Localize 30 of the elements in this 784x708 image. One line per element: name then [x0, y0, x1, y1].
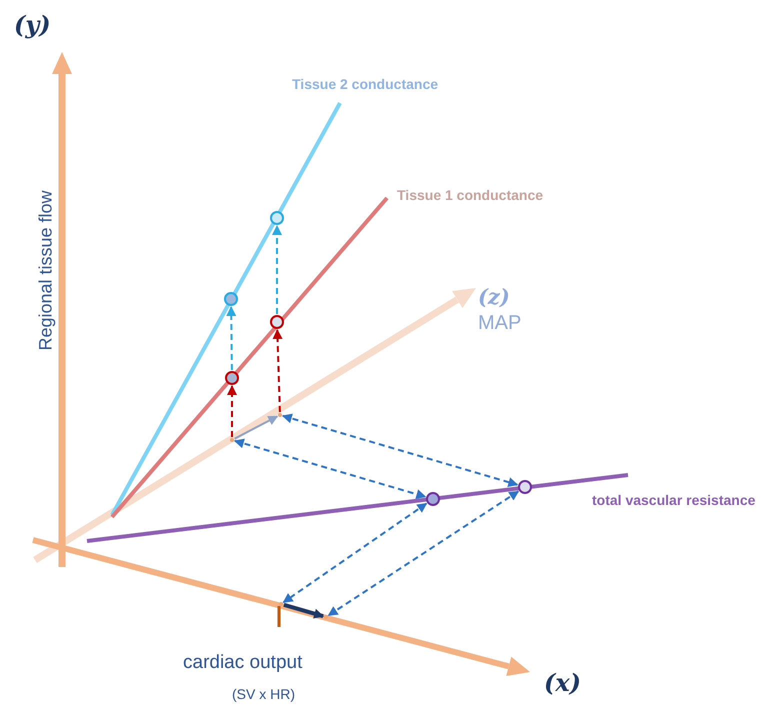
line-label: total vascular resistance: [592, 492, 756, 508]
point-marker: [225, 371, 239, 385]
line-label: Tissue 1 conductance: [397, 187, 544, 203]
dashed-arrow: [328, 490, 520, 616]
point-marker: [224, 292, 238, 306]
arrow: [283, 602, 324, 618]
dashed-arrow: [227, 385, 237, 437]
axis-subtitle: (SV x HR): [232, 686, 295, 702]
point-marker: [270, 211, 284, 225]
arrow: [234, 416, 278, 440]
dashed-arrow: [234, 438, 426, 499]
axis-label: (y): [14, 10, 51, 39]
axis-label: MAP: [478, 312, 522, 335]
axis-label: (x): [544, 668, 582, 697]
axis-point: [230, 438, 234, 442]
dashed-arrow: [272, 329, 283, 412]
dashed-arrow: [226, 306, 236, 370]
axis-label: (z): [478, 284, 510, 309]
point-marker: [270, 315, 284, 329]
point-marker: [518, 480, 532, 494]
dashed-arrow: [272, 225, 282, 314]
point-marker: [426, 492, 440, 506]
axis-point: [324, 615, 328, 619]
axis-point: [279, 602, 283, 606]
axis-title: cardiac output: [183, 652, 302, 674]
axis-point: [278, 413, 282, 417]
dashed-arrow: [282, 414, 518, 487]
line-label: Tissue 2 conductance: [292, 76, 438, 92]
axis-title: Regional tissue flow: [36, 189, 56, 353]
dashed-arrow: [282, 502, 428, 604]
